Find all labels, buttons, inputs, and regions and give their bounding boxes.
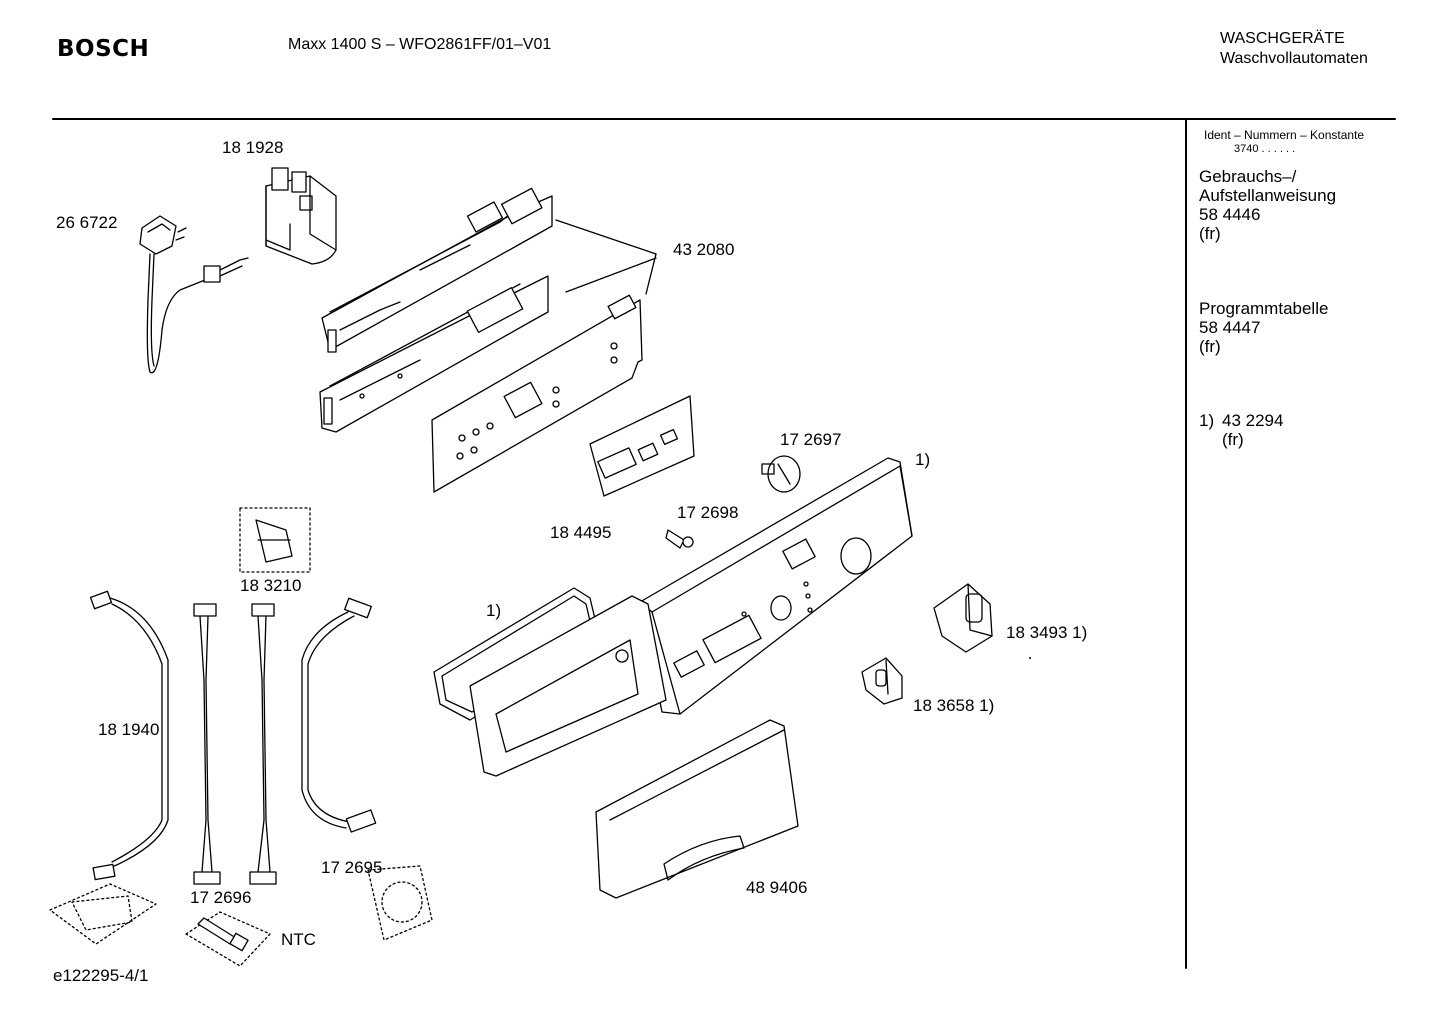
category-title: WASCHGERÄTE xyxy=(1220,30,1345,47)
knob-shaft-drawing xyxy=(761,455,801,493)
footnote-lang: (fr) xyxy=(1222,430,1244,449)
dashed-motor-drawing xyxy=(367,865,433,941)
doc-program-lang: (fr) xyxy=(1199,337,1221,356)
part-label-172697: 17 2697 xyxy=(780,430,842,449)
drawing-id: e122295-4/1 xyxy=(53,966,149,985)
drawer-cover-drawing xyxy=(595,719,799,899)
harness-181940-drawing xyxy=(89,590,169,881)
part-label-ntc: NTC xyxy=(281,930,316,949)
display-board-drawing xyxy=(589,395,695,497)
part-footnote-seal: 1) xyxy=(486,601,502,620)
subcategory-title: Waschvollautomaten xyxy=(1220,50,1368,67)
large-knob-drawing xyxy=(933,583,993,653)
dashed-pump-drawing xyxy=(49,883,157,945)
part-footnote-panel: 1) xyxy=(915,450,931,469)
doc-usage-line2: Aufstellanweisung xyxy=(1199,186,1337,205)
small-knob-drawing xyxy=(861,657,903,705)
doc-usage-number: 58 4446 xyxy=(1199,205,1261,224)
harness-172695-drawing xyxy=(301,597,377,833)
part-label-181928: 18 1928 xyxy=(222,138,284,157)
part-label-181940: 18 1940 xyxy=(98,720,160,739)
doc-program-title: Programmtabelle xyxy=(1199,299,1329,318)
part-label-172695: 17 2695 xyxy=(321,858,383,877)
footnote-number: 43 2294 xyxy=(1222,411,1284,430)
footnote-mark: 1) xyxy=(1199,411,1215,430)
model-title: Maxx 1400 S – WFO2861FF/01–V01 xyxy=(288,36,552,53)
part-label-266722: 26 6722 xyxy=(56,213,118,232)
part-label-172698: 17 2698 xyxy=(677,503,739,522)
part-label-489406: 48 9406 xyxy=(746,878,808,897)
harness-172696-drawing xyxy=(193,603,277,885)
part-label-183493: 18 3493 1) xyxy=(1006,623,1088,642)
part-label-172696: 17 2696 xyxy=(190,888,252,907)
doc-usage-line1: Gebrauchs–/ xyxy=(1199,167,1297,186)
ntc-sensor-drawing xyxy=(185,911,271,967)
power-cable-drawing xyxy=(139,215,249,374)
doc-usage-lang: (fr) xyxy=(1199,224,1221,243)
part-label-184495: 18 4495 xyxy=(550,523,612,542)
part-label-183210: 18 3210 xyxy=(240,576,302,595)
filter-drawing xyxy=(265,167,337,265)
control-panel-drawing xyxy=(433,457,913,777)
brand-logo: BOSCH xyxy=(57,36,150,62)
ident-label: Ident – Nummern – Konstante xyxy=(1204,128,1365,142)
ntc-sensor-solid xyxy=(197,917,249,952)
screw-drawing xyxy=(665,529,694,549)
part-label-183658: 18 3658 1) xyxy=(913,696,995,715)
part-label-432080: 43 2080 xyxy=(673,240,735,259)
ident-value: 3740 . . . . . . xyxy=(1234,143,1296,155)
doc-program-number: 58 4447 xyxy=(1199,318,1261,337)
control-module-drawing xyxy=(319,187,657,493)
component-183210-drawing xyxy=(239,507,311,573)
